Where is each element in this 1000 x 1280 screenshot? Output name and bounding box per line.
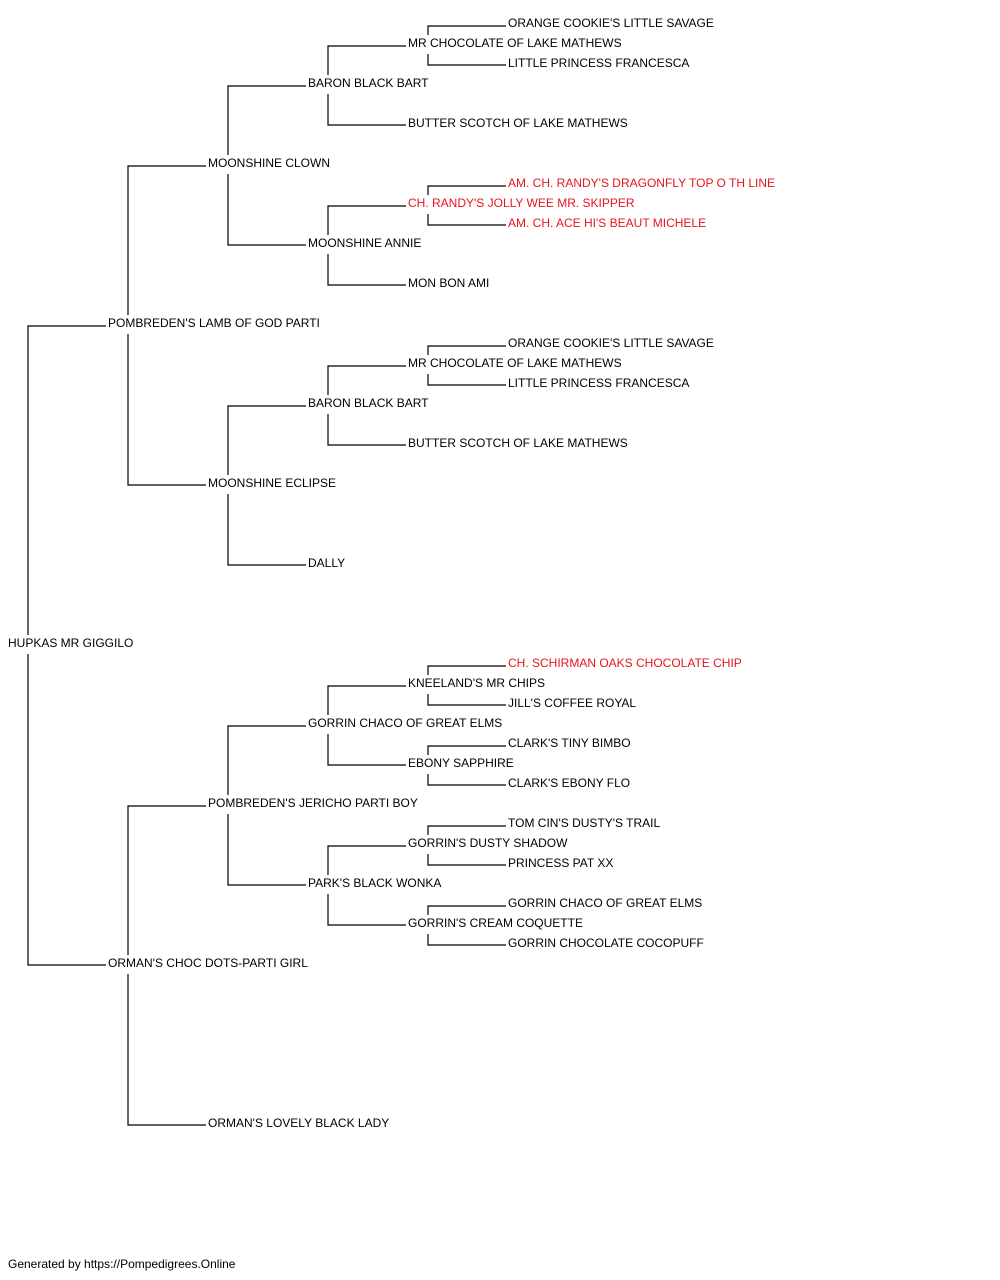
dam-name: EBONY SAPPHIRE	[408, 756, 514, 770]
dam-sire-connector	[327, 845, 406, 875]
dam-name: BUTTER SCOTCH OF LAKE MATHEWS	[408, 116, 628, 130]
sire-sire-connector	[327, 365, 406, 395]
sire-name: GORRIN'S DUSTY SHADOW	[408, 836, 568, 850]
dam-name: AM. CH. ACE HI'S BEAUT MICHELE	[508, 216, 706, 230]
sire-dam-connector	[427, 854, 506, 866]
sire-dam-connector	[327, 734, 406, 766]
dam-name: GORRIN CHOCOLATE COCOPUFF	[508, 936, 704, 950]
sire-sire-connector	[127, 165, 206, 315]
sire-sire-connector	[427, 25, 506, 35]
dam-name: LITTLE PRINCESS FRANCESCA	[508, 56, 689, 70]
sire-name: MR CHOCOLATE OF LAKE MATHEWS	[408, 36, 622, 50]
sire-dam-connector	[227, 814, 306, 886]
pedigree-connectors	[27, 25, 506, 1126]
dam-sire-connector	[427, 745, 506, 755]
sire-dam-connector	[427, 694, 506, 706]
sire-dam-connector	[127, 334, 206, 486]
dam-sire-connector	[227, 405, 306, 475]
dam-name: DALLY	[308, 556, 345, 570]
sire-sire-connector	[327, 45, 406, 75]
sire-dam-connector	[227, 174, 306, 246]
sire-name: AM. CH. RANDY'S DRAGONFLY TOP O TH LINE	[508, 176, 775, 190]
sire-name: CH. SCHIRMAN OAKS CHOCOLATE CHIP	[508, 656, 742, 670]
sire-dam-connector	[427, 374, 506, 386]
sire-sire-connector	[427, 185, 506, 195]
sire-name: ORANGE COOKIE'S LITTLE SAVAGE	[508, 336, 714, 350]
sire-dam-connector	[427, 214, 506, 226]
dam-dam-connector	[327, 894, 406, 926]
dam-name: LITTLE PRINCESS FRANCESCA	[508, 376, 689, 390]
sire-sire-connector	[427, 345, 506, 355]
sire-name: POMBREDEN'S LAMB OF GOD PARTI	[108, 316, 320, 330]
dam-name: MOONSHINE ANNIE	[308, 236, 421, 250]
sire-sire-connector	[227, 85, 306, 155]
dam-name: MOONSHINE ECLIPSE	[208, 476, 336, 490]
sire-name: POMBREDEN'S JERICHO PARTI BOY	[208, 796, 418, 810]
sire-name: TOM CIN'S DUSTY'S TRAIL	[508, 816, 660, 830]
sire-name: KNEELAND'S MR CHIPS	[408, 676, 545, 690]
dam-name: MON BON AMI	[408, 276, 489, 290]
dam-name: PRINCESS PAT XX	[508, 856, 613, 870]
sire-name: ORANGE COOKIE'S LITTLE SAVAGE	[508, 16, 714, 30]
sire-sire-connector	[427, 825, 506, 835]
sire-name: GORRIN CHACO OF GREAT ELMS	[508, 896, 702, 910]
sire-name: GORRIN CHACO OF GREAT ELMS	[308, 716, 502, 730]
dam-name: BUTTER SCOTCH OF LAKE MATHEWS	[408, 436, 628, 450]
subject-name: HUPKAS MR GIGGILO	[8, 636, 133, 650]
sire-sire-connector	[327, 685, 406, 715]
dam-dam-connector	[427, 934, 506, 946]
sire-name: CH. RANDY'S JOLLY WEE MR. SKIPPER	[408, 196, 635, 210]
sire-name: MR CHOCOLATE OF LAKE MATHEWS	[408, 356, 622, 370]
subject-sire-connector	[27, 325, 106, 635]
dam-name: JILL'S COFFEE ROYAL	[508, 696, 636, 710]
dam-name: PARK'S BLACK WONKA	[308, 876, 441, 890]
pedigree-labels: HUPKAS MR GIGGILO POMBREDEN'S LAMB OF GOD…	[8, 16, 775, 1130]
sire-name: BARON BLACK BART	[308, 396, 429, 410]
subject-dam-connector	[27, 654, 106, 966]
dam-dam-connector	[127, 974, 206, 1126]
dam-dam-connector	[327, 254, 406, 286]
sire-dam-connector	[427, 54, 506, 66]
dam-sire-connector	[327, 205, 406, 235]
generated-by-footer: Generated by https://Pompedigrees.Online	[8, 1257, 236, 1271]
sire-name: CLARK'S TINY BIMBO	[508, 736, 631, 750]
dam-sire-connector	[127, 805, 206, 955]
sire-name: BARON BLACK BART	[308, 76, 429, 90]
dam-sire-connector	[427, 905, 506, 915]
sire-dam-connector	[327, 414, 406, 446]
dam-dam-connector	[427, 774, 506, 786]
dam-dam-connector	[227, 494, 306, 566]
sire-sire-connector	[427, 665, 506, 675]
sire-dam-connector	[327, 94, 406, 126]
dam-name: CLARK'S EBONY FLO	[508, 776, 630, 790]
dam-name: ORMAN'S CHOC DOTS-PARTI GIRL	[108, 956, 308, 970]
sire-sire-connector	[227, 725, 306, 795]
dam-name: ORMAN'S LOVELY BLACK LADY	[208, 1116, 389, 1130]
sire-name: MOONSHINE CLOWN	[208, 156, 330, 170]
dam-name: GORRIN'S CREAM COQUETTE	[408, 916, 583, 930]
